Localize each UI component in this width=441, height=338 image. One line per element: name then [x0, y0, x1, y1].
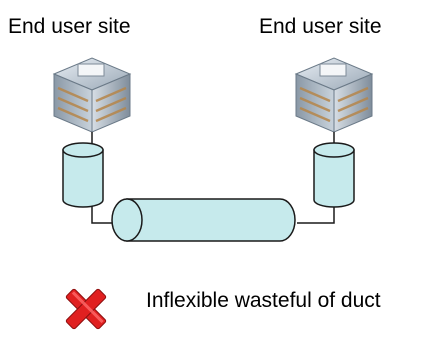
right-vertical-duct	[313, 142, 355, 208]
left-site-label: End user site	[8, 15, 131, 38]
right-site-label: End user site	[259, 15, 382, 38]
horizontal-duct	[111, 198, 296, 242]
right-building-icon	[294, 57, 374, 133]
left-vertical-duct	[62, 142, 104, 208]
red-x-icon	[65, 288, 107, 330]
left-building-icon	[52, 57, 132, 133]
status-caption: Inflexible wasteful of duct	[146, 289, 381, 312]
